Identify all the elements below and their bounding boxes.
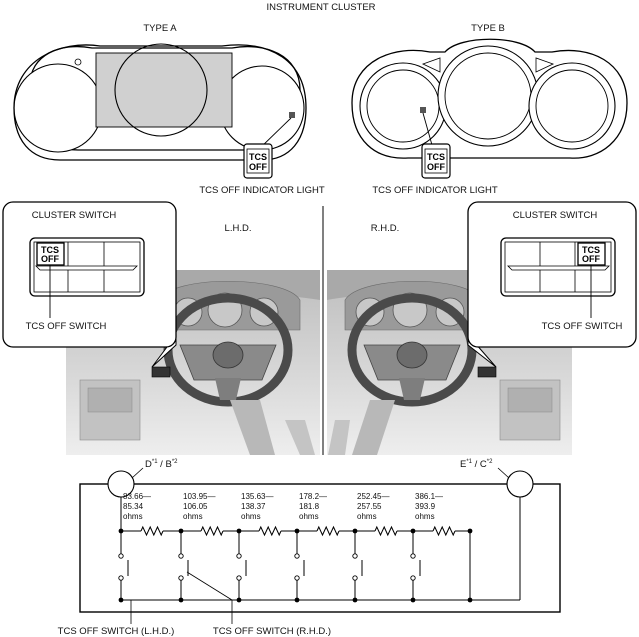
resistor-3-max: 138.37 <box>241 502 266 511</box>
lhd-switch-panel <box>151 366 171 378</box>
type-b-indicator-lamp <box>420 107 426 113</box>
rhd-cabin-view <box>327 270 572 455</box>
switch-branch-5 <box>352 528 363 603</box>
type-b-cluster: TCS OFF <box>351 38 628 179</box>
type-a-label: TYPE A <box>143 23 177 34</box>
type-a-outline-top <box>13 44 307 161</box>
rhd-cluster-switch-title: CLUSTER SWITCH <box>513 210 598 221</box>
rhd-tcs-off-key <box>577 242 606 266</box>
type-b-label: TYPE B <box>471 23 505 34</box>
type-a-indicator-lamp <box>289 112 295 118</box>
switch-branch-3 <box>236 528 247 603</box>
resistor-5-max: 257.55 <box>357 502 382 511</box>
resistor-1-unit: ohms <box>123 512 143 521</box>
left-connector-label: D*1 / B*2 <box>145 459 178 470</box>
svg-text:TCS: TCS <box>41 245 59 255</box>
svg-text:OFF: OFF <box>427 162 445 172</box>
type-a-right-gauge-bg <box>219 65 305 151</box>
resistor-6-unit: ohms <box>415 512 435 521</box>
lhd-label: L.H.D. <box>225 223 252 234</box>
resistor-4-max: 181.8 <box>299 502 320 511</box>
svg-text:TCS: TCS <box>582 245 600 255</box>
type-a-left-gauge-bg <box>13 63 103 153</box>
type-b-left-wing <box>421 57 441 73</box>
resistor-6-max: 393.9 <box>415 502 436 511</box>
switch-branch-6 <box>410 528 421 603</box>
switch-lhd-label: TCS OFF SWITCH (L.H.D.) <box>58 626 175 637</box>
lhd-tcs-off-key <box>36 242 65 266</box>
svg-text:TCS: TCS <box>427 152 445 162</box>
resistor-4-min: 178.2— <box>299 492 327 501</box>
svg-text:TCS: TCS <box>249 152 267 162</box>
resistor-2-unit: ohms <box>183 512 203 521</box>
type-a-tcs-off-callout: TCS OFF <box>243 143 273 179</box>
resistor-5-min: 252.45— <box>357 492 389 501</box>
lhd-tcs-off-switch-label: TCS OFF SWITCH <box>26 321 107 332</box>
svg-text:OFF: OFF <box>249 162 267 172</box>
resistor-5-unit: ohms <box>357 512 377 521</box>
resistor-3-min: 135.63— <box>241 492 273 501</box>
rhd-tcs-off-switch-label: TCS OFF SWITCH <box>542 321 623 332</box>
type-a-indicator-label: TCS OFF INDICATOR LIGHT <box>199 185 324 196</box>
type-a-knob <box>74 58 82 66</box>
svg-text:OFF: OFF <box>41 254 59 264</box>
resistor-2-max: 106.05 <box>183 502 208 511</box>
resistor-1-max: 85.34 <box>123 502 144 511</box>
rhd-steering-wheel <box>347 293 477 407</box>
circuit-frame <box>79 483 561 613</box>
resistor-1-min: 83.66— <box>123 492 151 501</box>
type-b-right-gauge-inner <box>535 69 609 143</box>
type-b-leader <box>422 112 433 146</box>
type-a-cluster: TCS OFF <box>13 43 307 179</box>
right-connector-label: E*1 / C*2 <box>460 459 493 470</box>
right-connector-circle <box>506 470 534 498</box>
lhd-cluster-switch-callout: CLUSTER SWITCH TCS OFF TCS OFF SWITCH <box>2 201 177 368</box>
type-b-right-wing <box>535 57 555 73</box>
rhd-cluster-switch-callout: CLUSTER SWITCH TCS OFF TCS OFF SWITCH <box>467 201 637 368</box>
rhd-label: R.H.D. <box>371 223 400 234</box>
switch-branch-2 <box>178 528 189 603</box>
switch-branch-4 <box>294 528 305 603</box>
lhd-cluster-switch-title: CLUSTER SWITCH <box>32 210 117 221</box>
circuit-diagram: D*1 / B*2 E*1 / C*2 83.66—85.34ohms103.9… <box>58 459 561 637</box>
resistor-4-unit: ohms <box>299 512 319 521</box>
switch-rhd-label: TCS OFF SWITCH (R.H.D.) <box>213 626 331 637</box>
resistor-2-min: 103.95— <box>183 492 215 501</box>
type-b-tcs-off-callout: TCS OFF <box>421 143 451 179</box>
resistor-3-unit: ohms <box>241 512 261 521</box>
rhd-switch-panel <box>477 366 497 378</box>
type-b-indicator-label: TCS OFF INDICATOR LIGHT <box>372 185 497 196</box>
page-title: INSTRUMENT CLUSTER <box>266 2 375 13</box>
type-a-display <box>95 52 233 128</box>
type-b-center-gauge-inner <box>444 52 532 140</box>
type-a-center-gauge <box>114 43 208 137</box>
svg-text:OFF: OFF <box>582 254 600 264</box>
switch-branch-1 <box>118 528 129 603</box>
resistor-6-min: 386.1— <box>415 492 443 501</box>
